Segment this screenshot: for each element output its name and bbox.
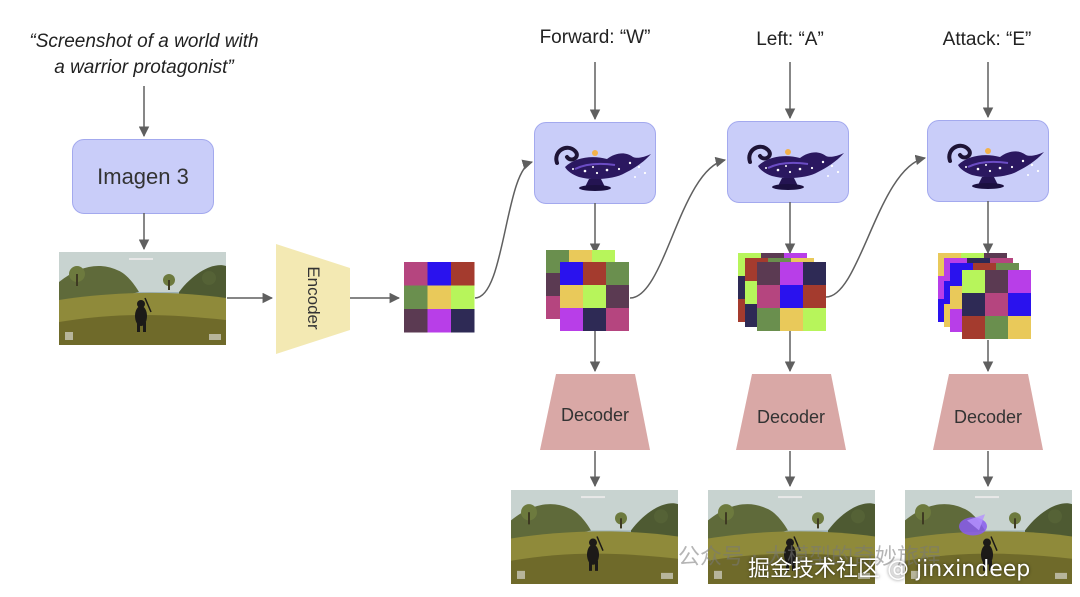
latent-cell xyxy=(985,316,1008,339)
encoder-shape xyxy=(276,244,350,354)
prompt-line-2: a warrior protagonist” xyxy=(54,57,234,78)
latent-grid-initial xyxy=(404,262,475,333)
latent-cell xyxy=(757,262,780,285)
genie-model-box-2 xyxy=(727,121,849,203)
imagen-label: Imagen 3 xyxy=(97,163,189,189)
latent-cell xyxy=(560,308,583,331)
decoder-shape-1 xyxy=(540,374,650,450)
latent-stack-left xyxy=(738,253,826,331)
decoder-shape-2 xyxy=(736,374,846,450)
latent-cell xyxy=(962,293,985,316)
latent-cell xyxy=(780,285,803,308)
latent-cell xyxy=(803,262,826,285)
watermark-main: 掘金技术社区 @ jinxindeep xyxy=(748,557,1031,582)
latent-stack-attack xyxy=(938,253,1031,339)
latent-stack-forward xyxy=(546,250,629,331)
action-label-attack: Attack: “E” xyxy=(942,29,1032,50)
latent-layer xyxy=(560,262,629,331)
latent-cell xyxy=(451,285,475,309)
latent-cell xyxy=(606,262,629,285)
latent-cell xyxy=(780,262,803,285)
action-label-forward: Forward: “W” xyxy=(539,27,651,48)
latent-cell xyxy=(606,285,629,308)
latent-cell xyxy=(560,285,583,308)
decoder-label-1: Decoder xyxy=(560,405,630,425)
latent-cell xyxy=(583,285,606,308)
genie-model-box-1 xyxy=(534,122,656,204)
latent-cell xyxy=(560,262,583,285)
latent-cell xyxy=(451,309,475,333)
watermark-faint: 公众号 · 大模型的奇妙旅程 xyxy=(678,545,941,570)
latent-cell xyxy=(780,308,803,331)
latent-cell xyxy=(427,285,451,309)
latent-cell xyxy=(962,316,985,339)
genie-model-box-3 xyxy=(927,120,1049,202)
latent-grid xyxy=(404,262,475,333)
imagen-box: Imagen 3 xyxy=(72,139,214,214)
latent-cell xyxy=(451,262,475,286)
latent-layer xyxy=(757,262,826,331)
decoder-label-2: Decoder xyxy=(756,407,826,427)
latent-cell xyxy=(757,285,780,308)
scene-image-attack xyxy=(905,490,1072,584)
latent-layer xyxy=(962,270,1031,339)
latent-cell xyxy=(1008,316,1031,339)
latent-cell xyxy=(583,308,606,331)
latent-cell xyxy=(583,262,606,285)
latent-cell xyxy=(1008,293,1031,316)
latent-cell xyxy=(757,308,780,331)
action-label-left: Left: “A” xyxy=(756,29,824,50)
latent-cell xyxy=(803,285,826,308)
latent-cell xyxy=(962,270,985,293)
latent-cell xyxy=(803,308,826,331)
latent-cell xyxy=(606,308,629,331)
latent-cell xyxy=(985,270,1008,293)
decoder-shape-3 xyxy=(933,374,1043,450)
latent-cell xyxy=(985,293,1008,316)
encoder-label: Encoder xyxy=(304,266,323,330)
latent-cell xyxy=(404,285,428,309)
latent-cell xyxy=(427,309,451,333)
decoder-label-3: Decoder xyxy=(953,407,1023,427)
latent-cell xyxy=(1008,270,1031,293)
latent-cell xyxy=(404,309,428,333)
latent-cell xyxy=(427,262,451,286)
latent-cell xyxy=(404,262,428,286)
prompt-line-1: “Screenshot of a world with xyxy=(29,31,259,52)
